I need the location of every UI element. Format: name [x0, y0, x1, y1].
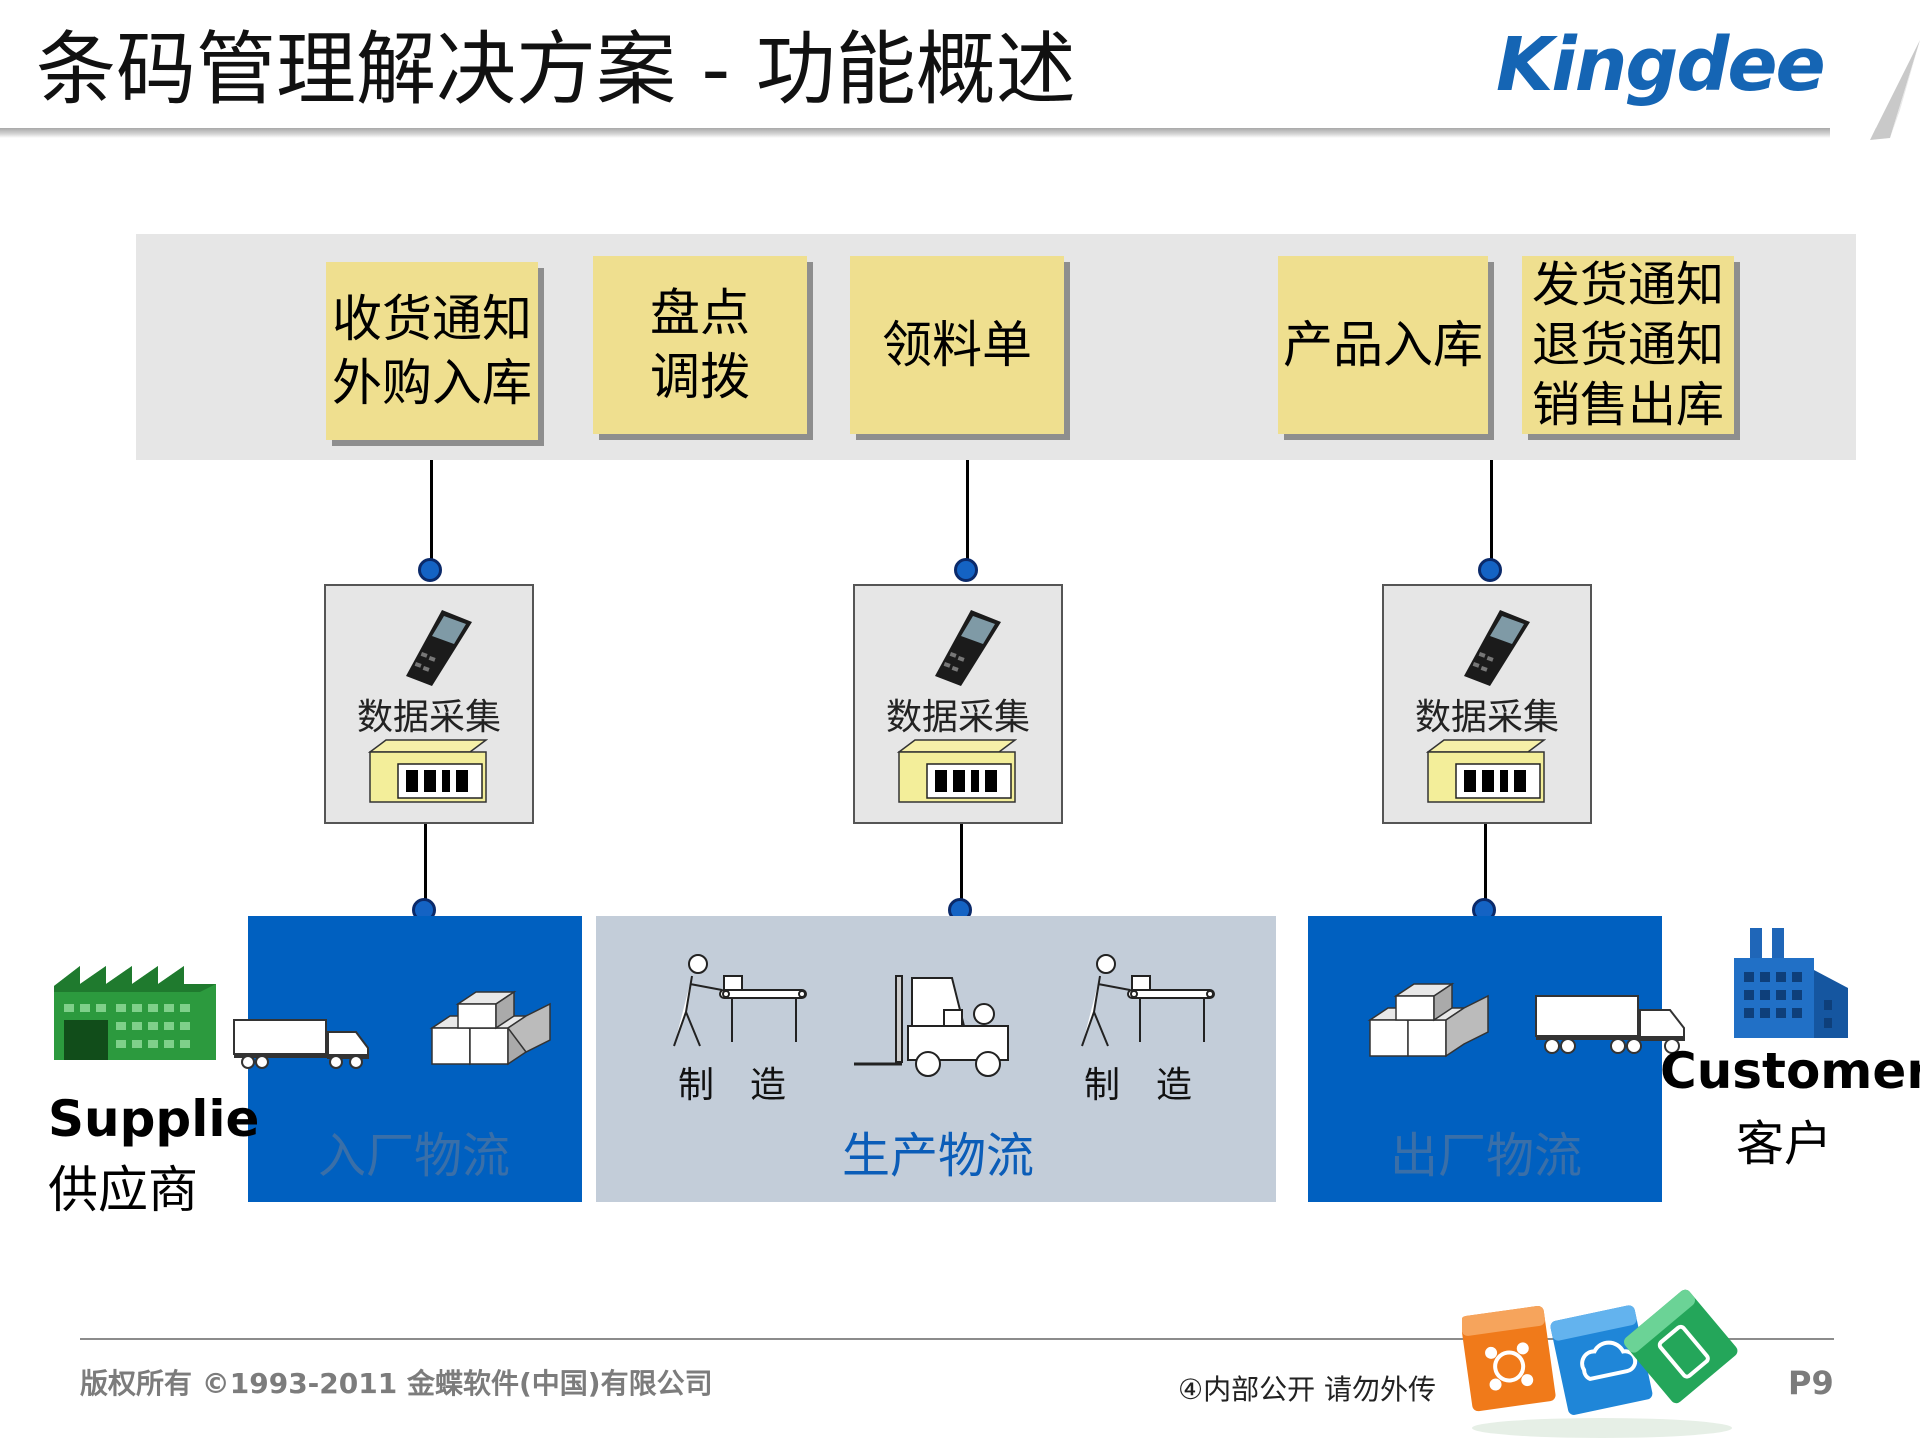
note-stocktake: 盘点 调拨 — [593, 256, 807, 434]
supplier-label-cn: 供应商 — [48, 1161, 198, 1219]
forklift-icon — [854, 975, 1009, 1077]
page-title: 条码管理解决方案 - 功能概述 — [36, 23, 1076, 116]
capture-label: 数据采集 — [356, 697, 501, 738]
barcode-box-icon — [368, 739, 488, 803]
copyright-text: 版权所有 ©1993-2011 金蝶软件(中国)有限公司 — [80, 1367, 713, 1400]
barcode-box-icon — [1426, 739, 1546, 803]
connector-line — [960, 824, 963, 904]
connector-line — [430, 460, 433, 570]
customer-label-cn: 客户 — [1736, 1116, 1833, 1172]
barcode-scanner-icon — [1464, 610, 1530, 686]
connector-line — [966, 460, 969, 570]
stacked-boxes-icon — [429, 990, 551, 1066]
note-line: 外购入库 — [332, 354, 532, 412]
green-factory-icon — [54, 966, 216, 1060]
note-material-requisition: 领料单 — [850, 256, 1064, 434]
note-line: 销售出库 — [1531, 377, 1724, 433]
assembly-worker-icon — [1081, 954, 1215, 1047]
data-capture-box: 数据采集 — [324, 584, 534, 824]
connector-line — [1484, 824, 1487, 904]
zone-label: 生产物流 — [842, 1128, 1035, 1184]
note-line: 收货通知 — [332, 290, 532, 348]
classification-text: ④内部公开 请勿外传 — [1178, 1373, 1437, 1406]
connector-dot — [418, 558, 442, 582]
page-curl-decoration — [1830, 0, 1920, 140]
note-line: 盘点 — [650, 284, 750, 342]
capture-label: 数据采集 — [1414, 697, 1559, 738]
header-bar — [0, 0, 1920, 130]
kingdee-logo: Kingdee — [1496, 22, 1826, 108]
note-line: 发货通知 — [1531, 257, 1724, 313]
note-line: 退货通知 — [1531, 317, 1724, 373]
blue-factory-icon — [1734, 928, 1848, 1038]
data-capture-box: 数据采集 — [853, 584, 1063, 824]
delivery-truck-icon — [1535, 995, 1685, 1054]
decorative-cubes-icon — [1462, 1289, 1738, 1438]
connector-dot — [1478, 558, 1502, 582]
note-line: 调拨 — [650, 348, 750, 406]
zone-inbound: 入厂物流 — [248, 916, 582, 1202]
delivery-truck-icon — [233, 1019, 369, 1069]
zone-label: 出厂物流 — [1390, 1128, 1583, 1184]
footer-divider — [80, 1338, 1834, 1340]
note-line: 领料单 — [882, 316, 1032, 374]
barcode-scanner-icon — [935, 610, 1001, 686]
supplier-label-en: Supplie — [48, 1090, 260, 1148]
assembly-worker-icon — [673, 954, 807, 1047]
step-label: 制 造 — [678, 1065, 787, 1106]
connector-dot — [954, 558, 978, 582]
barcode-box-icon — [897, 739, 1017, 803]
page-number: P9 — [1788, 1364, 1834, 1402]
zone-label: 入厂物流 — [318, 1128, 511, 1184]
step-label: 制 造 — [1084, 1065, 1193, 1106]
note-product-inbound: 产品入库 — [1278, 256, 1488, 434]
connector-line — [424, 824, 427, 904]
capture-label: 数据采集 — [885, 697, 1030, 738]
note-receiving: 收货通知 外购入库 — [326, 262, 538, 440]
connector-line — [1490, 460, 1493, 570]
zone-outbound: 出厂物流 — [1308, 916, 1662, 1202]
note-shipping: 发货通知 退货通知 销售出库 — [1522, 256, 1734, 434]
header-divider — [0, 128, 1880, 138]
stacked-boxes-icon — [1367, 982, 1489, 1058]
barcode-scanner-icon — [406, 610, 472, 686]
note-line: 产品入库 — [1283, 316, 1483, 374]
data-capture-box: 数据采集 — [1382, 584, 1592, 824]
customer-label-en: Customer — [1660, 1042, 1920, 1100]
